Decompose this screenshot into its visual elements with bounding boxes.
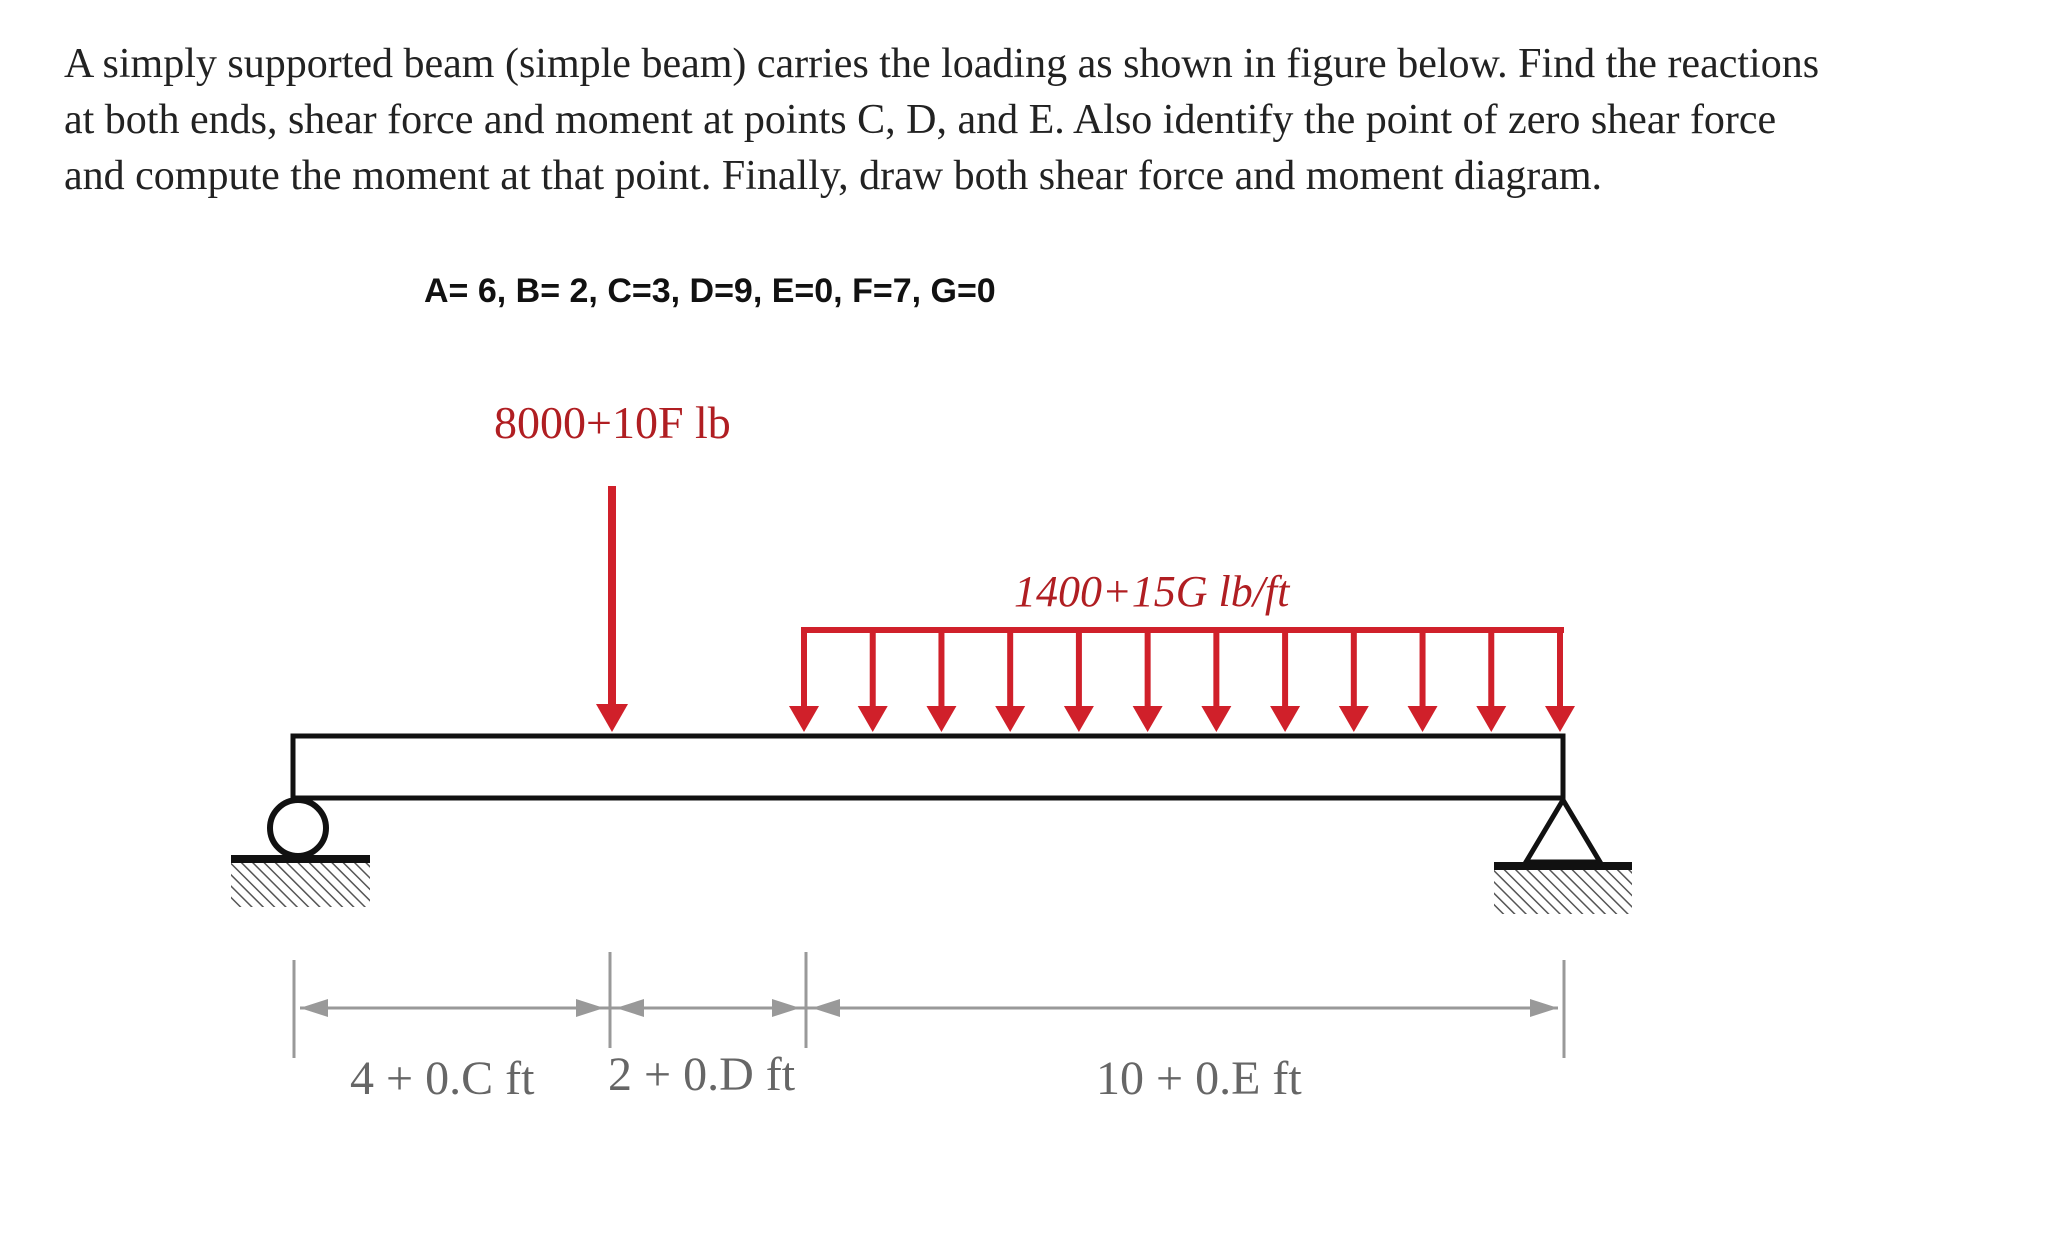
distributed-load-arrow	[926, 630, 957, 732]
distributed-load-arrow	[1132, 630, 1163, 732]
distributed-load-arrow	[789, 630, 819, 732]
dimension-label-3: 10 + 0.E ft	[1096, 1052, 1302, 1105]
distributed-load-arrow	[1407, 630, 1438, 732]
distributed-load-label: 1400+15G lb/ft	[1014, 567, 1291, 616]
roller-support	[231, 797, 370, 907]
problem-statement: A simply supported beam (simple beam) ca…	[64, 41, 1820, 199]
dimension-label-2: 2 + 0.D ft	[608, 1048, 796, 1101]
dimension-label-1: 4 + 0.C ft	[350, 1052, 535, 1105]
distributed-load-arrow	[1545, 630, 1575, 732]
distributed-load-arrow	[1201, 630, 1232, 732]
distributed-load-arrows	[789, 630, 1575, 732]
distributed-load	[789, 627, 1575, 732]
distributed-load-arrow	[1063, 630, 1094, 732]
distributed-load-arrow	[995, 630, 1026, 732]
distributed-load-arrow	[857, 630, 888, 732]
pin-support	[1494, 795, 1632, 914]
point-load-label: 8000+10F lb	[494, 397, 731, 448]
distributed-load-arrow	[1338, 630, 1369, 732]
distributed-load-arrow	[1476, 630, 1507, 732]
distributed-load-arrow	[1270, 630, 1301, 732]
point-load-arrow	[596, 486, 628, 732]
dimension-lines	[292, 952, 1566, 1058]
parameter-values: A= 6, B= 2, C=3, D=9, E=0, F=7, G=0	[424, 272, 996, 310]
beam	[290, 733, 1566, 801]
